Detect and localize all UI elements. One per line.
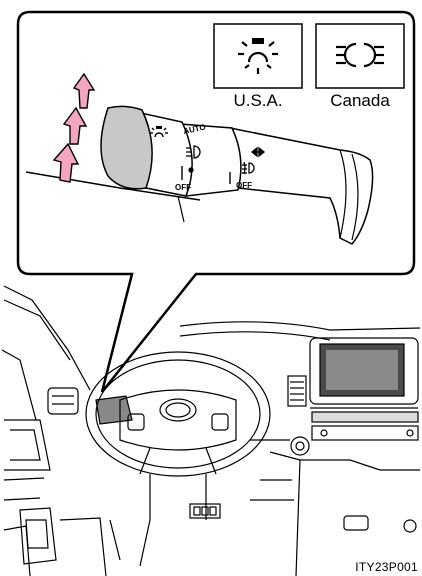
usa-label: U.S.A. (233, 91, 282, 110)
left-vent (48, 388, 78, 414)
usa-variant (214, 24, 302, 88)
center-vent (288, 376, 306, 406)
off-label-lower: OFF (236, 181, 252, 190)
lever-knob[interactable] (101, 106, 152, 188)
canada-label: Canada (330, 91, 390, 110)
climate-knob (291, 437, 309, 455)
canada-variant (316, 24, 404, 88)
off-position-dot (188, 167, 193, 172)
off-label-upper: OFF (175, 183, 191, 192)
figure-code: ITY23P001 (355, 560, 418, 574)
dashboard-scene (2, 286, 420, 576)
